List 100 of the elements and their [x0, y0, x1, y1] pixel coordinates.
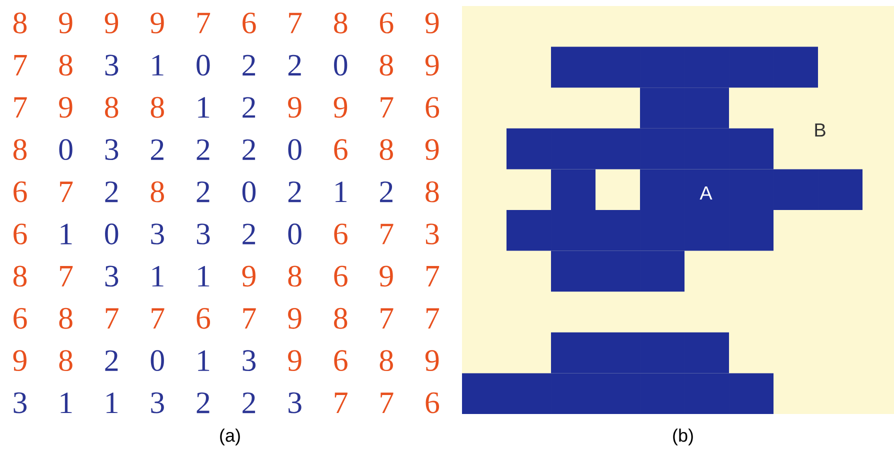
grid-number: 9: [150, 12, 164, 34]
grid-number: 9: [425, 350, 439, 372]
grid-number: 6: [380, 12, 394, 34]
grid-number: 0: [288, 139, 302, 160]
grid-number: 2: [196, 182, 210, 202]
grid-number: 8: [380, 350, 393, 372]
grid-number: 6: [242, 12, 256, 34]
grid-number: 2: [288, 182, 301, 202]
grid-number: 1: [106, 392, 118, 414]
grid-number: 9: [334, 96, 348, 118]
grid-number: 9: [288, 96, 302, 118]
grid-number: 2: [242, 97, 256, 118]
grid-number: 8: [59, 308, 72, 329]
grid-number: 3: [105, 266, 118, 287]
grid-number: 7: [152, 308, 164, 329]
grid-number: 3: [151, 224, 164, 244]
grid-number: 9: [425, 12, 439, 34]
grid-number: 8: [150, 96, 164, 118]
grid-number: 6: [196, 308, 210, 329]
grid-number: 8: [334, 12, 348, 34]
grid-number: 2: [196, 392, 210, 414]
grid-number: 0: [288, 224, 302, 244]
grid-number: 2: [242, 139, 256, 160]
grid-number: 7: [426, 308, 440, 329]
grid-number: 7: [60, 182, 73, 202]
grid-number: 6: [14, 224, 27, 244]
grid-number: 7: [198, 12, 210, 34]
grid-number: 3: [105, 54, 118, 76]
grid-number: 9: [104, 12, 118, 34]
grid-number: 6: [426, 96, 440, 118]
grid-number: 2: [242, 392, 256, 414]
grid-number: 1: [198, 350, 210, 371]
grid-number: 7: [380, 97, 394, 118]
grid-number: 8: [334, 308, 348, 329]
grid-number: 3: [426, 224, 439, 244]
grid-number: 6: [426, 392, 440, 414]
grid-number: 7: [289, 12, 302, 34]
grid-number: 0: [334, 54, 348, 76]
grid-number: 8: [380, 54, 393, 76]
panel-caption: (b): [673, 428, 693, 446]
grid-number: 8: [13, 12, 27, 34]
grid-number: 0: [150, 350, 164, 372]
grid-number: 2: [105, 182, 118, 202]
grid-number: 1: [198, 266, 210, 286]
grid-number: 9: [425, 54, 439, 76]
grid-number: 8: [59, 350, 72, 372]
grid-number: 0: [105, 224, 118, 244]
grid-number: 6: [334, 350, 348, 372]
grid-number: 1: [60, 392, 72, 414]
grid-number: 3: [151, 392, 164, 414]
grid-number: 6: [334, 266, 348, 287]
grid-number: 9: [242, 266, 256, 287]
grid-number: 6: [334, 224, 348, 244]
grid-number: 3: [105, 139, 118, 160]
grid-number: 2: [151, 139, 164, 160]
grid-number: 9: [425, 139, 439, 160]
grid-number: 7: [426, 266, 440, 286]
grid-number: 1: [198, 97, 210, 118]
grid-number: 9: [288, 350, 302, 372]
grid-number: 2: [196, 139, 210, 160]
grid-number: 2: [288, 54, 301, 76]
grid-number: 2: [242, 54, 256, 76]
grid-number: 9: [59, 96, 72, 118]
grid-number: 6: [14, 181, 27, 202]
grid-number: 2: [105, 350, 118, 371]
grid-number: 9: [288, 308, 302, 329]
grid-number: 3: [14, 392, 27, 414]
grid-number: 8: [13, 139, 27, 160]
grid-number: 1: [336, 182, 346, 202]
grid-number: 8: [380, 139, 393, 160]
grid-number: 6: [14, 308, 27, 329]
grid-number: 7: [106, 308, 118, 329]
grid-number: 7: [60, 266, 73, 286]
grid-number: 7: [380, 308, 394, 329]
grid-number: 0: [196, 54, 210, 76]
grid-number: 3: [196, 224, 210, 244]
grid-number: 8: [105, 96, 118, 118]
grid-number: 7: [334, 392, 348, 413]
grid-number: 9: [13, 350, 26, 372]
grid-number: 3: [288, 392, 302, 414]
grid-number: 8: [426, 181, 439, 202]
region-label: B: [815, 123, 826, 137]
grid-number: 8: [150, 181, 164, 202]
grid-number: 9: [380, 266, 393, 287]
grid-number: 8: [59, 54, 72, 76]
grid-number: 0: [59, 139, 72, 160]
panel-caption: (a): [220, 428, 240, 446]
grid-number: 7: [14, 97, 27, 118]
grid-number: 6: [334, 139, 348, 160]
grid-number: 3: [242, 350, 256, 372]
grid-number: 9: [59, 12, 72, 34]
grid-number: 1: [60, 224, 72, 244]
grid-number: 2: [380, 182, 392, 202]
grid-number: 8: [288, 266, 302, 287]
grid-number: 7: [243, 308, 256, 329]
grid-number: 7: [380, 392, 394, 413]
grid-number: 8: [13, 266, 27, 287]
grid-number: 7: [14, 55, 27, 76]
grid-number: 1: [152, 54, 164, 76]
grid-number: 2: [242, 224, 256, 244]
